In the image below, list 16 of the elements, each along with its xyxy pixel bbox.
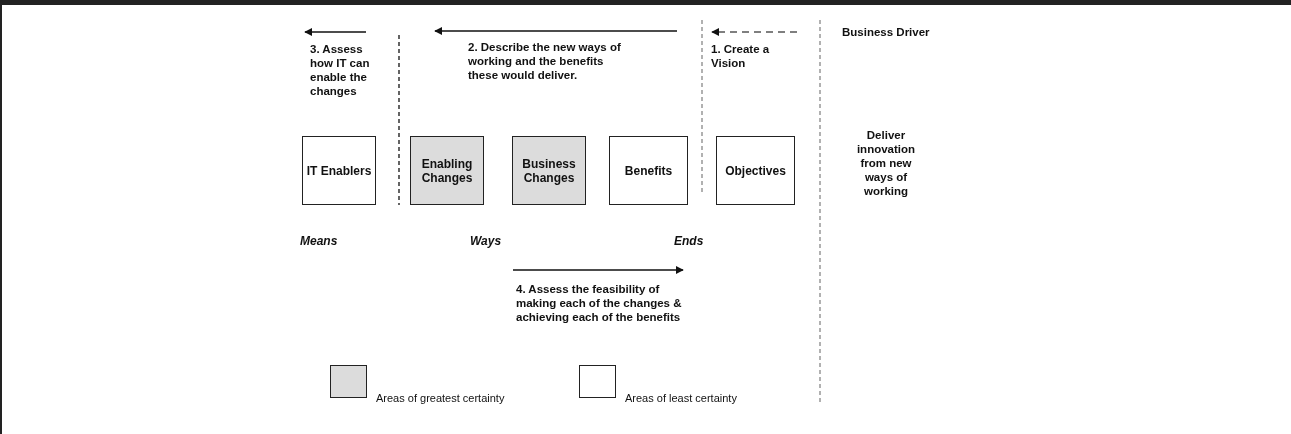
note-text: Deliver innovation from new ways of working <box>855 128 917 198</box>
column-heading: Ways <box>470 234 503 248</box>
column-heading: Ends <box>674 234 705 248</box>
process-box: Objectives <box>716 136 795 205</box>
note-text: 3. Assess how IT can enable the changes <box>310 42 371 98</box>
heading: Business Driver <box>842 25 931 39</box>
legend-text: Areas of greatest certainty <box>376 392 505 404</box>
process-box: Enabling Changes <box>410 136 484 205</box>
note-text: 4. Assess the feasibility of making each of the changes & achieving each of the benefits <box>516 282 683 324</box>
column-heading: Means <box>300 234 339 248</box>
process-box: Benefits <box>609 136 688 205</box>
process-box: IT Enablers <box>302 136 376 205</box>
process-box: Business Changes <box>512 136 586 205</box>
note-text: 1. Create a Vision <box>711 42 771 70</box>
note-text: 2. Describe the new ways of working and the benefits these would deliver. <box>468 40 622 82</box>
legend-text: Areas of least certainty <box>625 392 737 404</box>
